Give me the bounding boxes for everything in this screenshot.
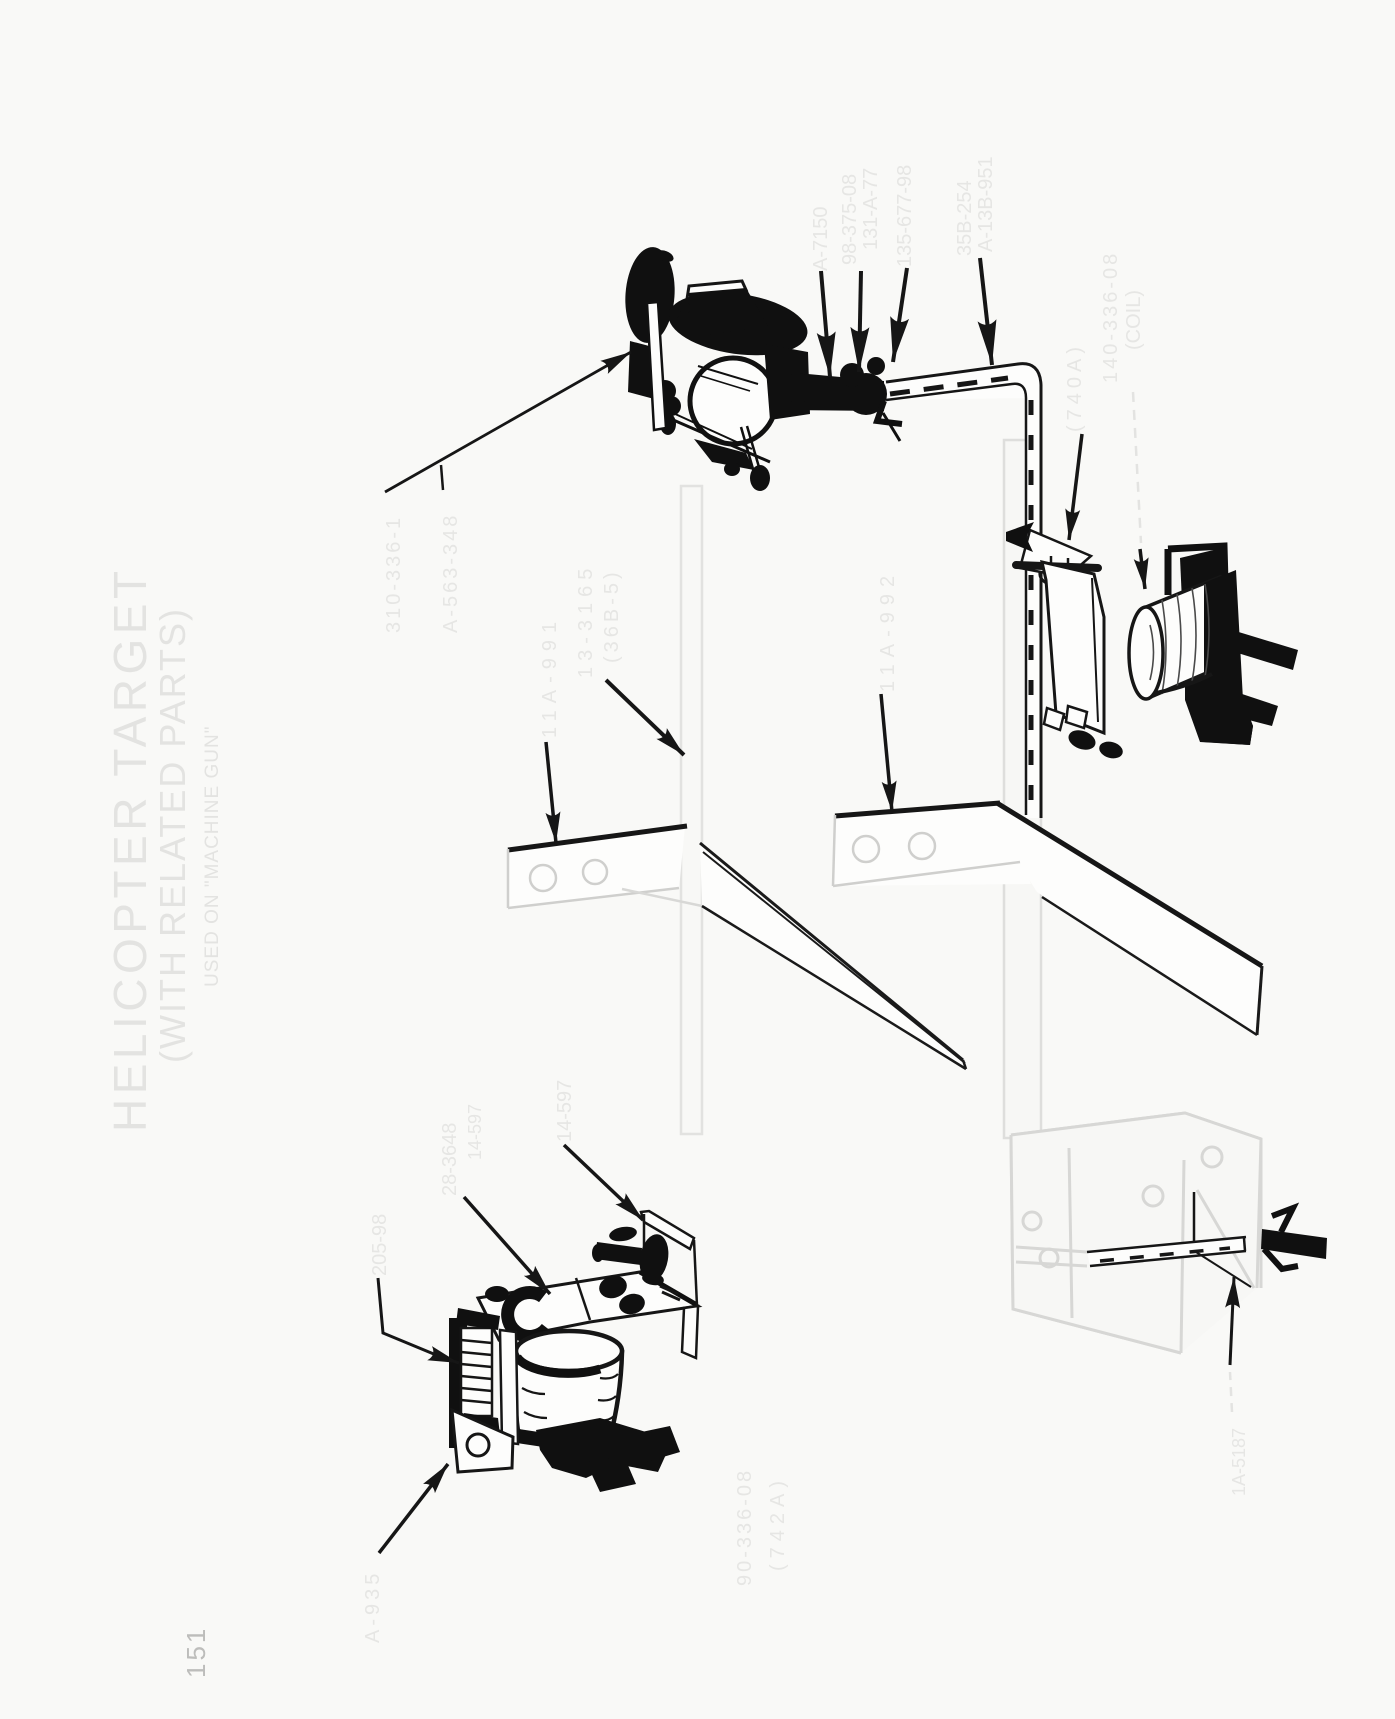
svg-text:14-597: 14-597	[554, 1080, 576, 1142]
svg-text:(740A): (740A)	[1064, 342, 1086, 432]
svg-text:90-336-08: 90-336-08	[734, 1468, 756, 1586]
svg-text:11A-991: 11A-991	[539, 615, 561, 738]
svg-text:(36B-5): (36B-5)	[601, 568, 623, 663]
svg-text:135-677-98: 135-677-98	[894, 165, 916, 267]
svg-text:1A-5187: 1A-5187	[1229, 1428, 1249, 1496]
svg-text:28-3648: 28-3648	[439, 1123, 461, 1196]
svg-text:11A-992: 11A-992	[877, 569, 899, 692]
svg-text:A-563-348: A-563-348	[440, 513, 462, 633]
svg-text:14-597: 14-597	[465, 1104, 485, 1160]
svg-text:A-7150: A-7150	[810, 207, 832, 272]
svg-text:(COIL): (COIL)	[1123, 290, 1145, 350]
svg-text:(WITH RELATED PARTS): (WITH RELATED PARTS)	[152, 607, 193, 1063]
svg-text:35B-254: 35B-254	[954, 180, 976, 256]
svg-text:13-3165: 13-3165	[575, 563, 597, 678]
svg-text:A-935: A-935	[362, 1570, 384, 1643]
svg-text:131-A-77: 131-A-77	[860, 168, 882, 250]
svg-text:151: 151	[181, 1626, 211, 1678]
svg-text:140-336-08: 140-336-08	[1100, 251, 1122, 383]
svg-text:98-375-08: 98-375-08	[839, 174, 861, 265]
svg-text:310-336-1: 310-336-1	[383, 515, 405, 633]
svg-text:(742A): (742A)	[767, 1475, 789, 1571]
svg-text:USED ON "MACHINE GUN": USED ON "MACHINE GUN"	[202, 726, 223, 987]
svg-text:A-13B-951: A-13B-951	[975, 156, 997, 252]
svg-text:HELICOPTER TARGET: HELICOPTER TARGET	[104, 566, 156, 1132]
svg-text:205-98: 205-98	[369, 1214, 391, 1276]
